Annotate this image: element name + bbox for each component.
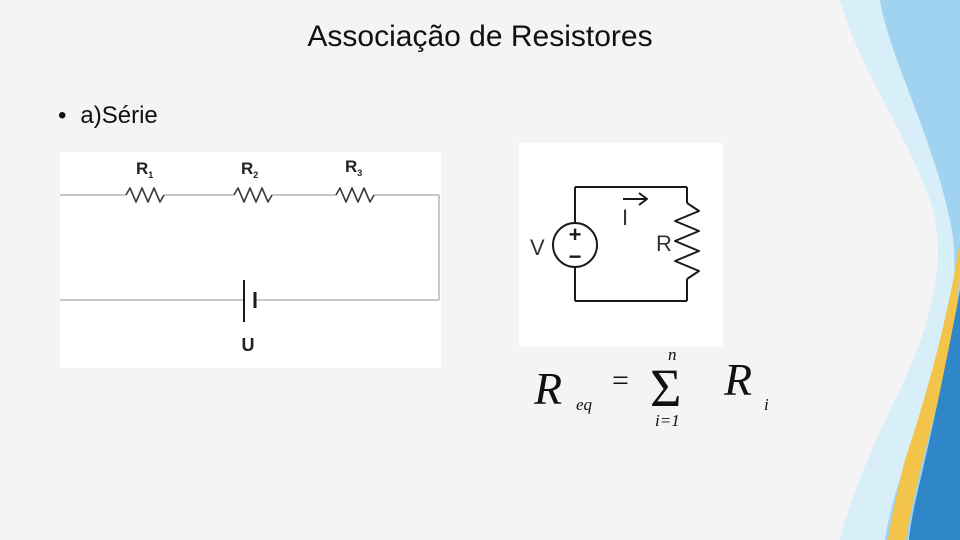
resistor-r3-zigzag	[335, 187, 375, 203]
series-circuit-diagram: R1 R2 R3 U	[60, 152, 441, 368]
formula-equals: =	[612, 364, 629, 397]
resistor-label-r3: R3	[345, 157, 362, 178]
resistor-r-zigzag	[674, 202, 700, 280]
formula-upper-limit: n	[668, 345, 677, 364]
current-label: I	[622, 205, 628, 230]
bullet-item: • a)Série	[58, 102, 158, 130]
slide-title: Associação de Resistores	[307, 20, 653, 53]
formula-rhs-subscript: i	[764, 395, 769, 414]
bullet-marker: •	[58, 102, 67, 129]
resistor-label-r2: R2	[241, 159, 258, 180]
resistor-label: R	[656, 231, 672, 256]
voltage-plus-sign: +	[569, 222, 582, 247]
formula-rhs-symbol: R	[723, 354, 752, 405]
current-arrow-head	[638, 192, 648, 206]
formula-lhs-symbol: R	[533, 363, 562, 414]
equivalent-resistance-formula: R eq = n Σ i=1 R i	[533, 345, 769, 430]
resistor-label-r1: R1	[136, 159, 153, 180]
voltage-label: V	[530, 235, 545, 260]
battery-symbol	[243, 280, 257, 322]
resistor-r1-zigzag	[125, 187, 165, 203]
resistor-r2-zigzag	[233, 187, 273, 203]
simple-circuit-diagram: + − V I R	[519, 143, 723, 347]
voltage-source-circle	[552, 222, 598, 268]
bullet-text: a)Série	[80, 102, 158, 129]
voltage-minus-sign: −	[569, 244, 582, 269]
formula-sigma: Σ	[650, 358, 681, 418]
source-label-u: U	[242, 335, 255, 355]
formula-lhs-subscript: eq	[576, 395, 593, 414]
formula-lower-limit: i=1	[655, 411, 680, 430]
